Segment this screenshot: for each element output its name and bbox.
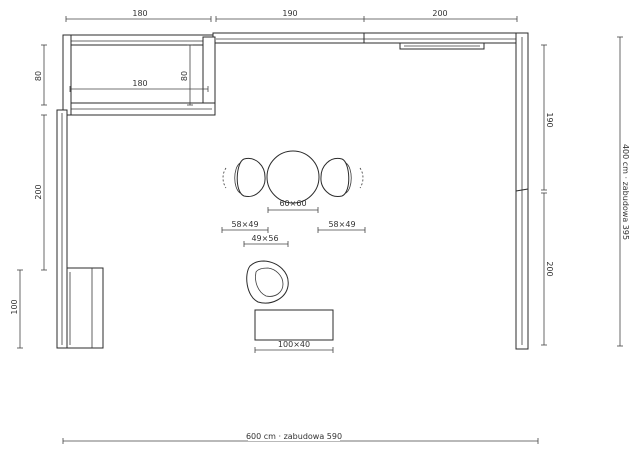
dim-right-upper: 190: [545, 112, 554, 127]
cooktop-hood: [399, 42, 485, 50]
dimension-labels: 180 190 200 180 80 80 200 100 190 200 40…: [10, 9, 633, 441]
bench: [254, 309, 334, 341]
left-lower-unit: [66, 267, 104, 349]
dim-shelf-depth: 80: [180, 71, 189, 81]
dim-top-right: 200: [432, 9, 447, 18]
left-wall-built-in: [56, 109, 68, 349]
dim-right-lower: 200: [545, 261, 554, 276]
top-wall-built-in: [212, 32, 528, 44]
dim-top-middle: 190: [282, 9, 297, 18]
armchair: [246, 260, 289, 304]
chair-left: [222, 157, 266, 197]
dim-chair-left: 58×49: [231, 220, 258, 229]
dim-bench: 100×40: [278, 340, 310, 349]
dim-armchair: 49×56: [251, 234, 278, 243]
dim-left-middle: 200: [34, 184, 43, 199]
dim-total-height: 400 cm · zabudowa 395: [621, 144, 630, 240]
round-table: [266, 150, 320, 204]
dimension-lines: [17, 16, 623, 444]
dim-left-lower: 100: [10, 299, 19, 314]
dim-shelf-width: 180: [132, 79, 147, 88]
right-wall-built-in: [515, 32, 529, 350]
dim-top-left: 180: [132, 9, 147, 18]
dim-chair-right: 58×49: [328, 220, 355, 229]
chair-right: [320, 157, 364, 197]
dim-table: 60×60: [279, 199, 306, 208]
dim-total-width: 600 cm · zabudowa 590: [246, 432, 342, 441]
upper-left-cabinet: [62, 34, 216, 116]
dim-left-upper: 80: [34, 71, 43, 81]
